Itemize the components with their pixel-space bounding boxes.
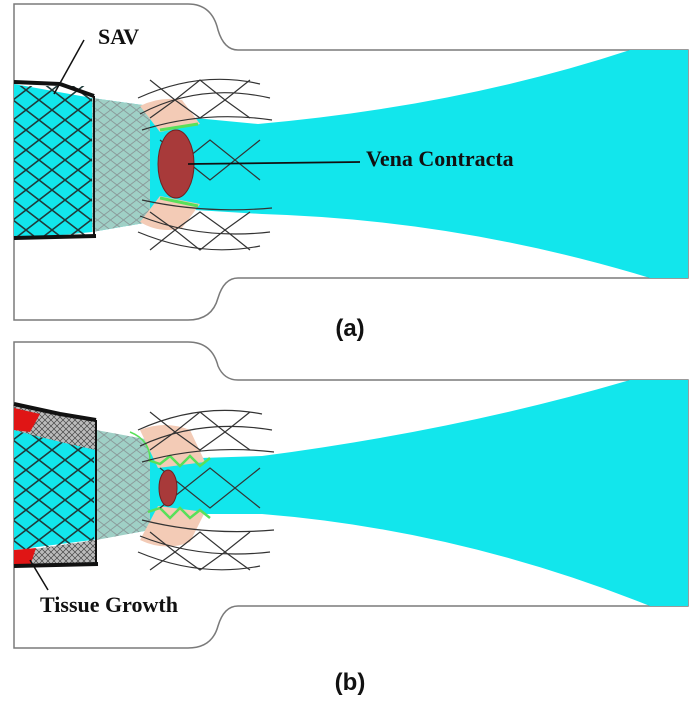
jet xyxy=(14,50,688,278)
sav-leader xyxy=(53,39,85,95)
vena-contracta-b xyxy=(158,469,178,507)
stent-frame xyxy=(137,409,275,571)
stent-frame xyxy=(137,78,273,251)
panel-b: Tissue Growth (b) xyxy=(13,341,689,696)
vena-contracta-label: Vena Contracta xyxy=(366,146,514,171)
tissue-growth-top xyxy=(14,408,40,432)
sav-ring-bottom xyxy=(13,234,97,240)
sav-ring-top xyxy=(13,402,97,422)
sav-mesh xyxy=(14,86,94,236)
tissue-growth-leader xyxy=(29,559,49,591)
tissue-growth-label: Tissue Growth xyxy=(40,592,178,617)
jet xyxy=(14,380,688,606)
sav-ring-bottom xyxy=(13,562,99,568)
vena-contracta-leader xyxy=(187,161,361,165)
panel-a: SAV Vena Contracta (a) xyxy=(13,3,689,342)
caption-a: (a) xyxy=(335,315,364,342)
sav-label: SAV xyxy=(98,24,139,49)
caption-b: (b) xyxy=(335,669,366,696)
